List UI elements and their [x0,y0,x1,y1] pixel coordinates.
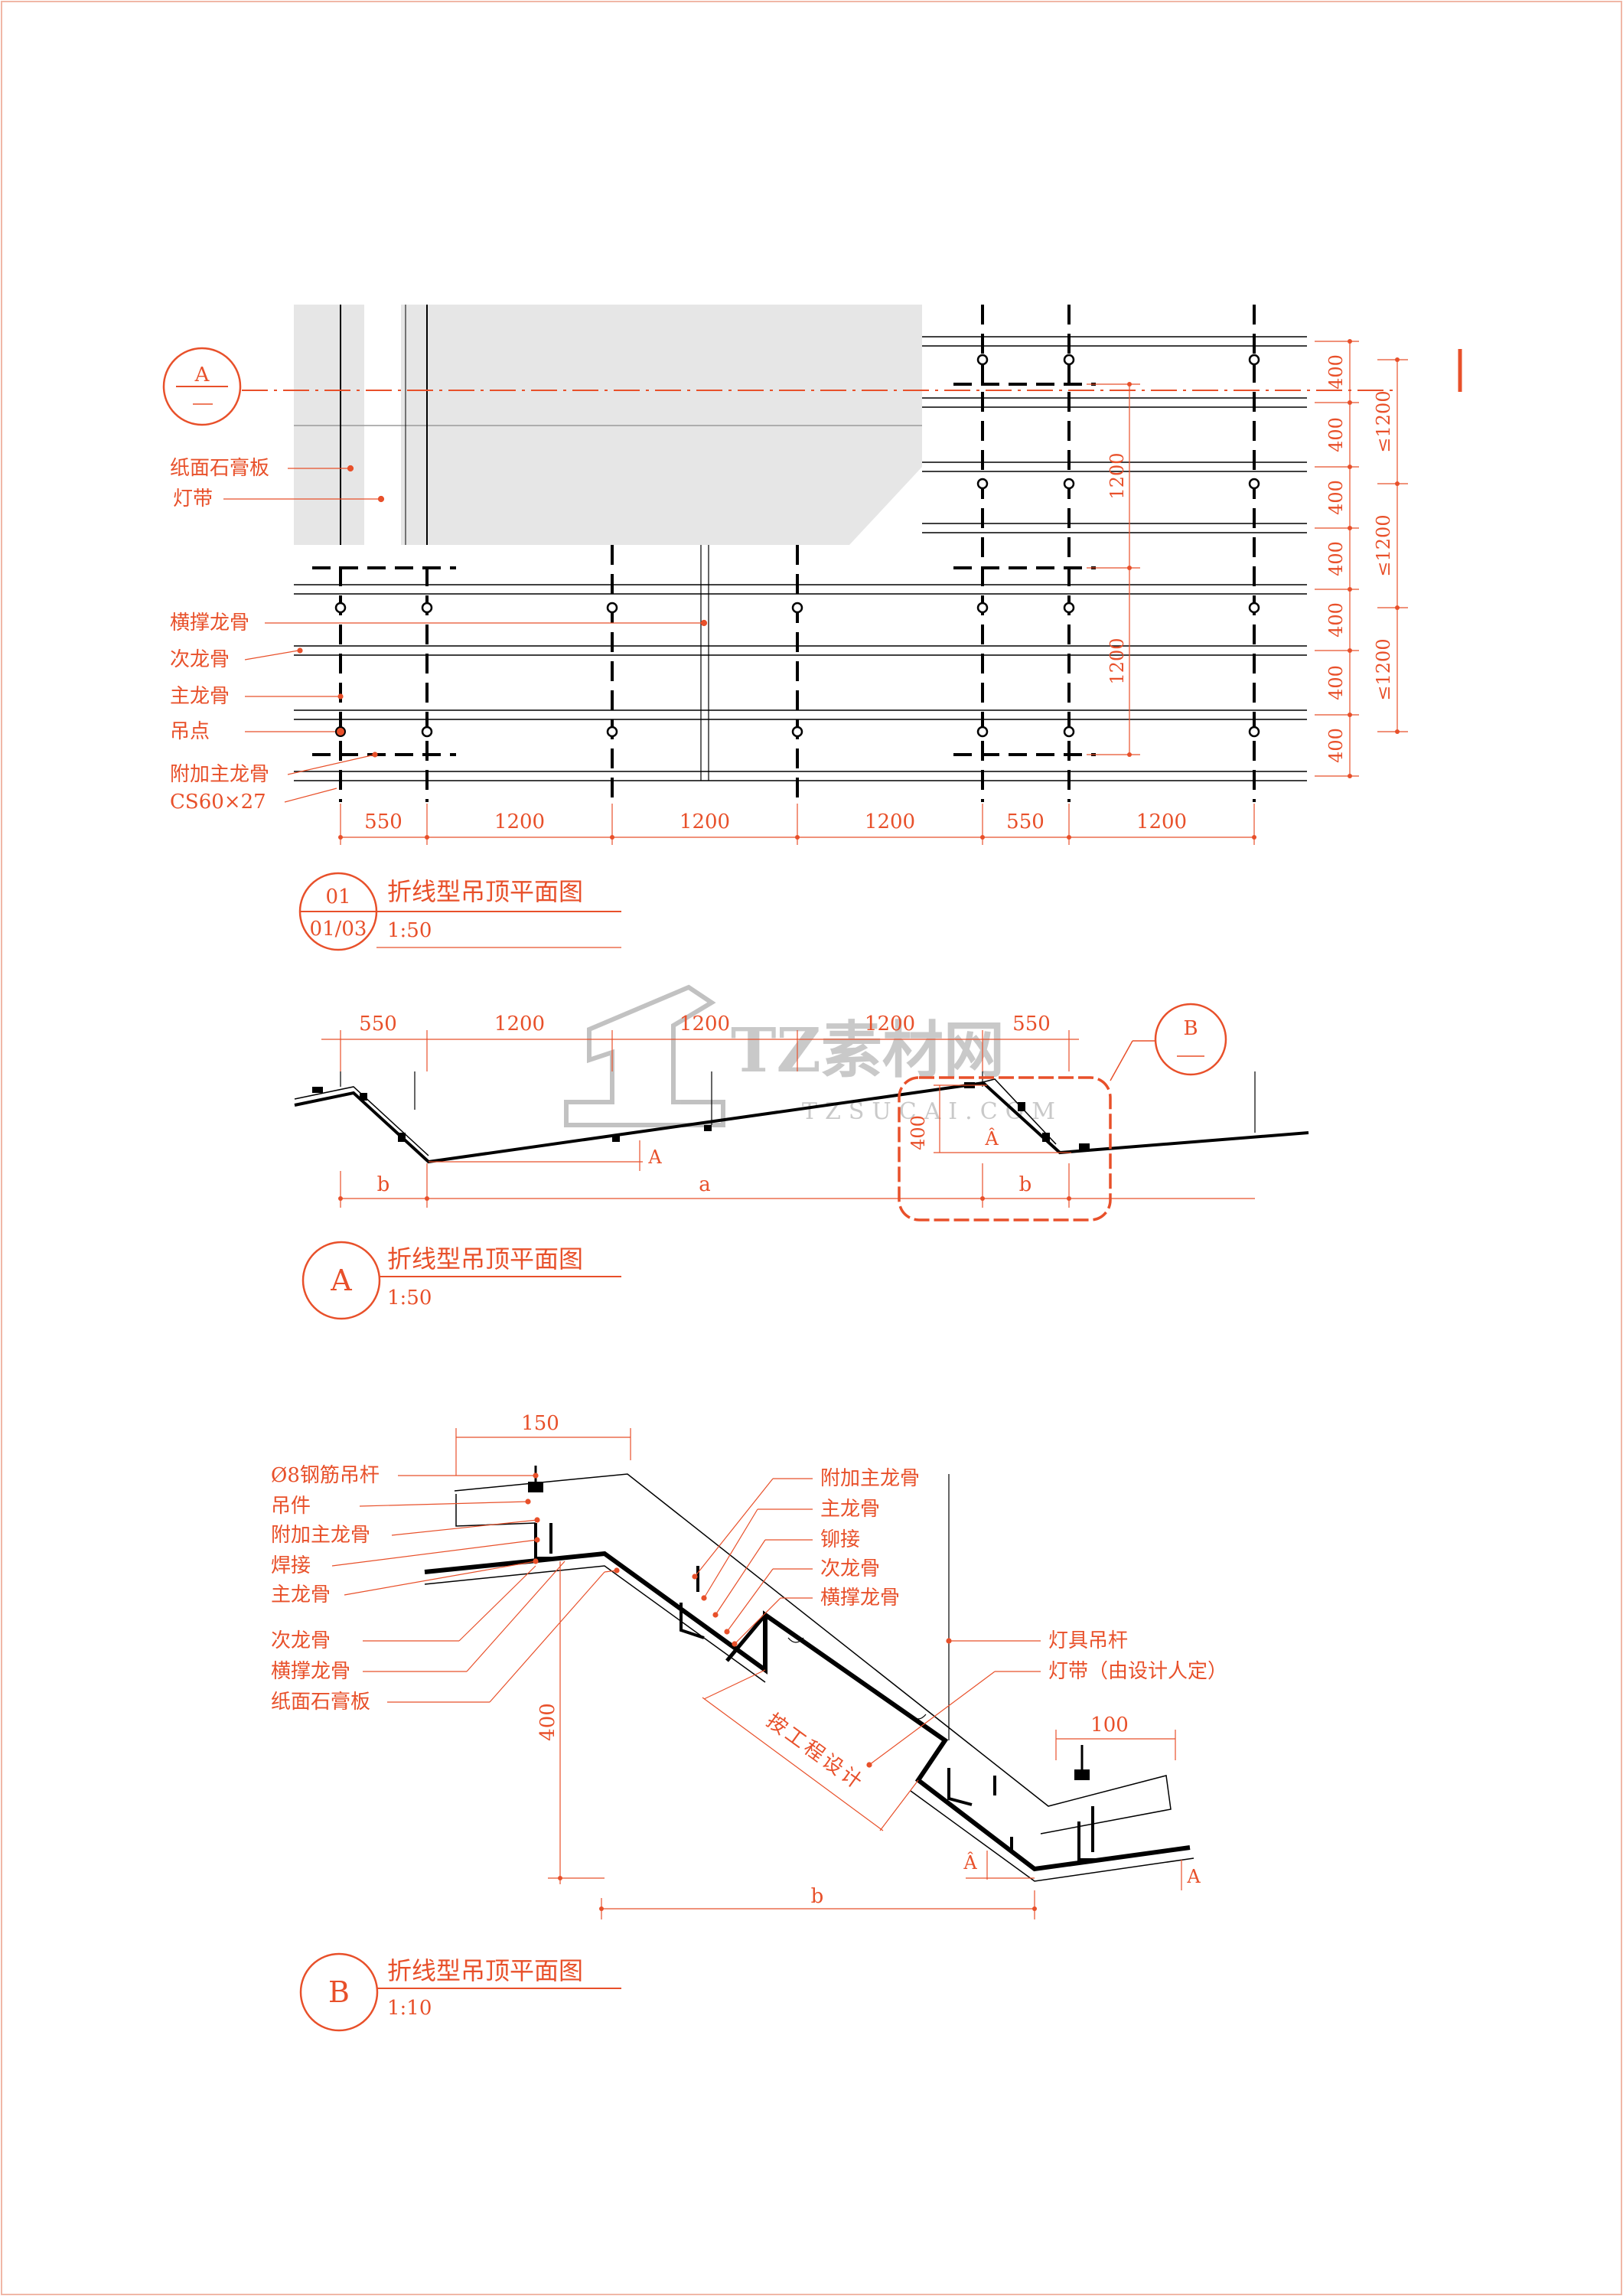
secB-label-light-strip: 灯带（由设计人定） [1048,1660,1227,1683]
secA-dim-550: 550 [1012,1013,1051,1035]
secA-tag-a: A [647,1146,662,1168]
secB-label-r-secondary-keel: 次龙骨 [820,1557,880,1580]
detail-mark-circle [1154,1003,1227,1076]
secB-title-circle [299,1952,379,2032]
secA-scale: 1:50 [387,1287,432,1309]
dim-1200-inner: 1200 [1106,452,1128,499]
secB-label-r-add-main-keel: 附加主龙骨 [820,1467,920,1490]
plan-view: A 纸面石膏板 灯带 横撑龙骨 次龙骨 主龙骨 吊点 附加主龙骨 CS60×27 [162,305,1462,951]
secB-label-lamp-rod: 灯具吊杆 [1048,1629,1128,1652]
secA-title: 折线型吊顶平面图 [387,1244,583,1274]
label-light-strip: 灯带 [173,488,213,510]
detail-mark-label: B [1183,1017,1198,1040]
secB-label-rivet: 铆接 [820,1528,860,1551]
dim-550: 550 [1006,810,1045,833]
secB-mark: B [328,1975,350,2009]
section-a: 550 1200 1200 1200 550 [294,1003,1309,1320]
secB-label-weld: 焊接 [271,1554,311,1577]
label-cross-keel: 横撑龙骨 [170,612,249,634]
dim-400: 400 [1325,541,1347,576]
dim-400: 400 [1325,728,1347,763]
secA-title-circle [301,1241,381,1320]
secA-tag-a-hat: Â [984,1127,999,1150]
secB-ceiling-profile [424,1551,1191,1872]
label-additional-main-keel: 附加主龙骨 [170,763,269,786]
detail-callout-box [898,1076,1112,1221]
plan-title: 折线型吊顶平面图 [387,877,583,906]
plan-scale: 1:50 [387,919,432,942]
dim-1200: 1200 [494,810,545,833]
secB-label-secondary-keel: 次龙骨 [271,1629,331,1652]
hanging-point-marker [335,726,346,737]
secB-dim-100: 100 [1090,1714,1129,1737]
dim-400: 400 [1325,665,1347,700]
secB-label-rod: Ø8钢筋吊杆 [271,1464,380,1487]
secB-label-main-keel: 主龙骨 [271,1583,331,1606]
secB-label-r-cross-keel: 横撑龙骨 [820,1587,900,1609]
secB-label-gypsum: 纸面石膏板 [271,1691,370,1714]
dim-limit-1200: ≤1200 [1373,638,1394,700]
secB-title: 折线型吊顶平面图 [387,1956,583,1985]
section-b: 150 100 [271,1412,1227,2032]
secB-scale: 1:10 [387,1997,432,2020]
dim-1200: 1200 [680,810,730,833]
dim-1200: 1200 [865,810,915,833]
secB-tag-a: A [1186,1866,1201,1887]
secB-label-hanger: 吊件 [271,1495,311,1518]
secA-dim-b: b [1019,1173,1032,1196]
dim-1200: 1200 [1136,810,1187,833]
secB-dim-400: 400 [536,1703,559,1741]
secB-dim-150: 150 [521,1412,559,1435]
dim-1200-inner: 1200 [1106,638,1128,684]
label-cs-size: CS60×27 [170,791,266,814]
dim-400: 400 [1325,602,1347,638]
label-hanging-point: 吊点 [170,720,210,743]
plan-number: 01 [325,885,350,908]
secB-dim-b: b [811,1885,824,1908]
secA-ceiling-profile [294,1081,1309,1164]
dim-limit-1200: ≤1200 [1373,514,1394,576]
dim-400: 400 [1325,480,1347,515]
secB-label-cross-keel: 横撑龙骨 [271,1660,350,1683]
secA-dim-1200: 1200 [680,1013,730,1035]
secA-dim-1200: 1200 [865,1013,915,1035]
secA-dim-b: b [377,1173,390,1196]
secA-mark: A [330,1264,352,1297]
secA-dim-1200: 1200 [494,1013,545,1035]
dim-limit-1200: ≤1200 [1373,390,1394,452]
section-mark-circle [162,347,242,426]
gypsum-board-area [294,305,922,545]
dim-400: 400 [1325,417,1347,452]
section-mark-label: A [194,364,210,386]
plan-sheet: 01/03 [310,918,367,941]
secB-label-add-main-keel: 附加主龙骨 [271,1524,370,1547]
secB-tag-a-hat: Â [963,1851,977,1874]
label-gypsum-board: 纸面石膏板 [170,457,269,480]
secA-dim-a: a [699,1173,711,1196]
secA-dim-550: 550 [359,1013,397,1035]
label-main-keel: 主龙骨 [170,685,230,708]
secB-label-r-main-keel: 主龙骨 [820,1498,880,1521]
dim-400: 400 [1325,354,1347,390]
secA-dim-400: 400 [908,1115,929,1150]
label-secondary-keel: 次龙骨 [170,648,230,671]
light-strip [364,305,401,545]
watermark-brand: TZ素材网 [731,1014,1005,1086]
dim-550: 550 [364,810,402,833]
